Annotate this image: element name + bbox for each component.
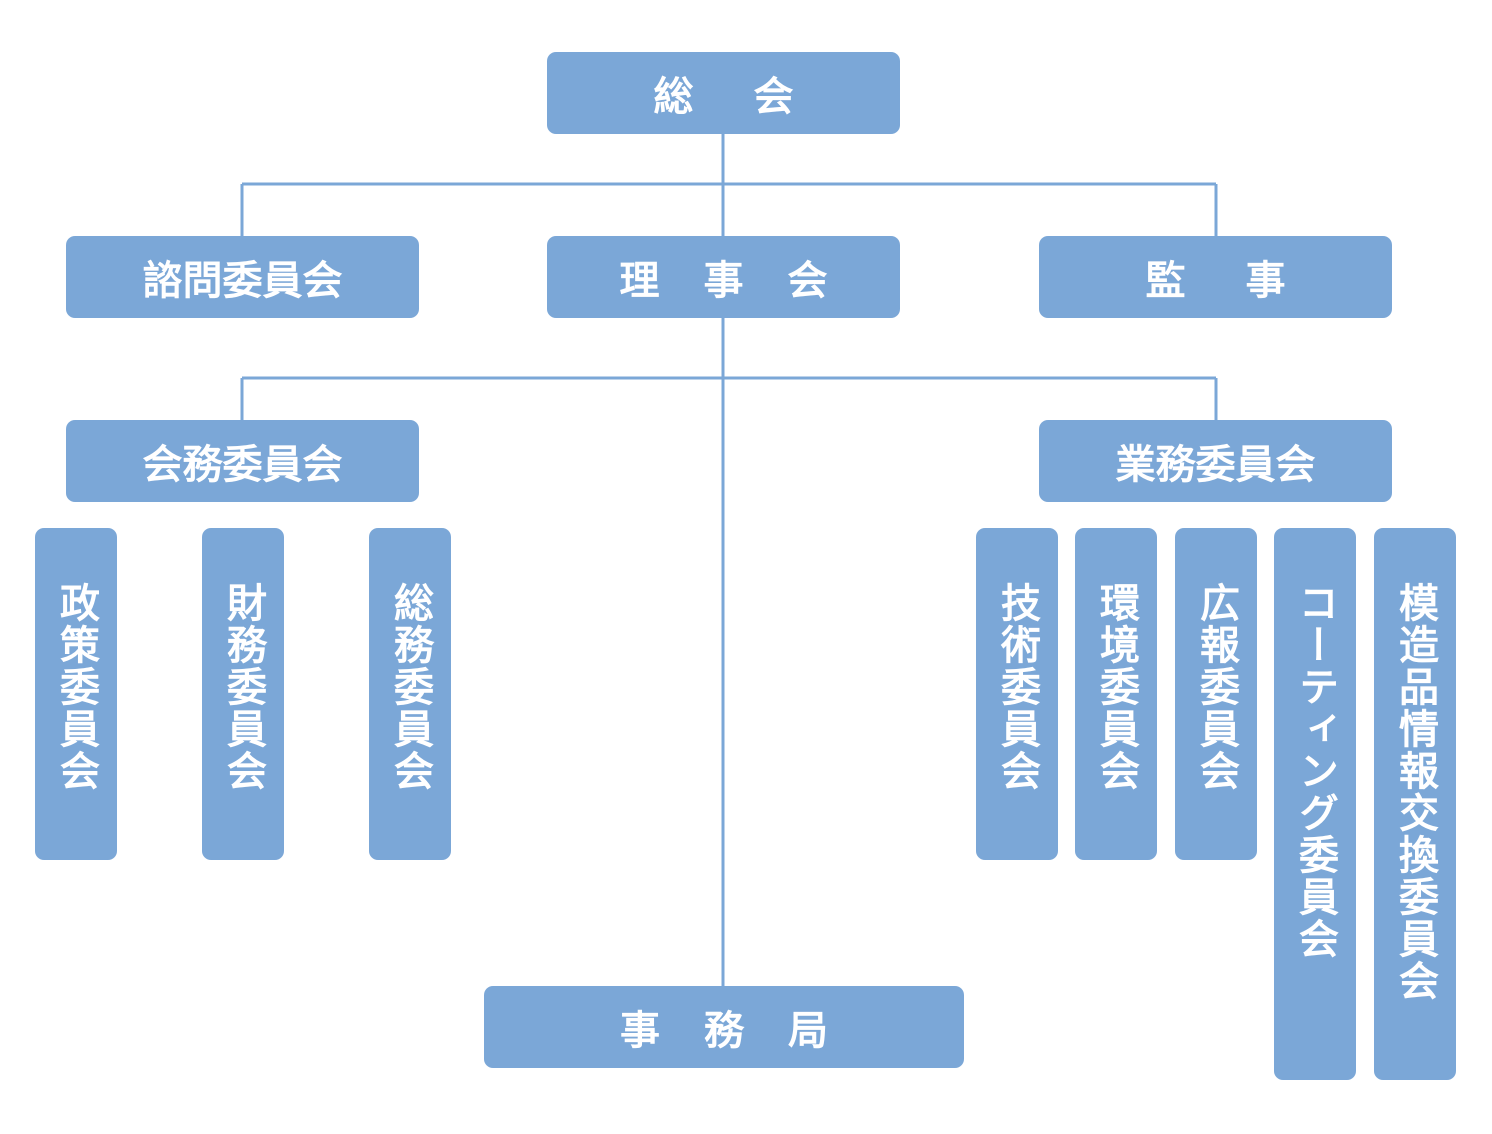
- node-general-assembly: 総会: [547, 52, 900, 134]
- node-general-affairs-committee: 総務委員会: [369, 528, 451, 860]
- node-coating-committee: コーティング委員会: [1274, 528, 1356, 1080]
- node-advisory-committee: 諮問委員会: [66, 236, 419, 318]
- node-technical-committee: 技術委員会: [976, 528, 1058, 860]
- node-policy-committee: 政策委員会: [35, 528, 117, 860]
- node-association-affairs-committee: 会務委員会: [66, 420, 419, 502]
- node-auditor: 監事: [1039, 236, 1392, 318]
- node-counterfeit-info-exchange-committee: 模造品情報交換委員会: [1374, 528, 1456, 1080]
- node-board-of-directors: 理事会: [547, 236, 900, 318]
- node-public-relations-committee: 広報委員会: [1175, 528, 1257, 860]
- node-finance-committee: 財務委員会: [202, 528, 284, 860]
- node-environment-committee: 環境委員会: [1075, 528, 1157, 860]
- node-business-committee: 業務委員会: [1039, 420, 1392, 502]
- node-secretariat: 事務局: [484, 986, 964, 1068]
